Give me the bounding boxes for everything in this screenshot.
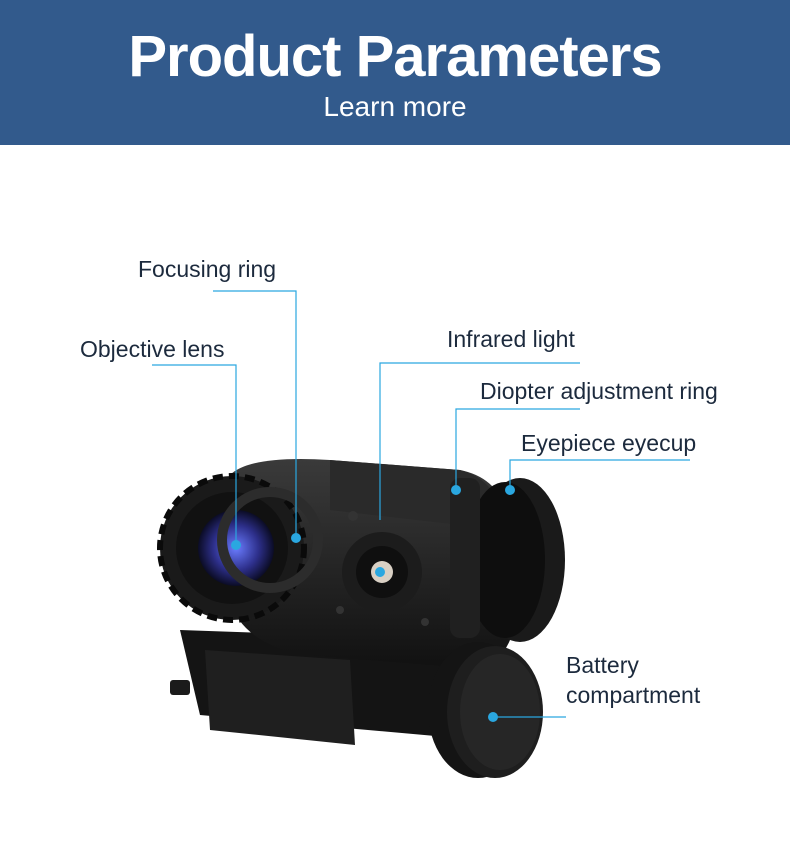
callout-dots bbox=[231, 485, 515, 722]
battery-compartment-shape bbox=[428, 642, 543, 778]
product-diagram: Focusing ring Objective lens Infrared li… bbox=[0, 145, 790, 857]
objective-lens-label: Objective lens bbox=[80, 336, 225, 362]
header-banner: Product Parameters Learn more bbox=[0, 0, 790, 145]
battery-compartment-label-line2: compartment bbox=[566, 682, 701, 708]
night-vision-device-illustration bbox=[152, 290, 690, 778]
eyepiece-eyecup-label: Eyepiece eyecup bbox=[521, 430, 697, 456]
diopter-ring-label: Diopter adjustment ring bbox=[480, 378, 718, 404]
page-title: Product Parameters bbox=[128, 24, 662, 89]
leader-lines bbox=[152, 290, 690, 718]
eyepiece-eyecup-shape bbox=[450, 478, 565, 642]
battery-compartment-label-line1: Battery bbox=[566, 652, 639, 678]
focusing-ring-label: Focusing ring bbox=[138, 256, 277, 282]
learn-more-link[interactable]: Learn more bbox=[323, 91, 467, 122]
infrared-light-label: Infrared light bbox=[447, 326, 575, 352]
